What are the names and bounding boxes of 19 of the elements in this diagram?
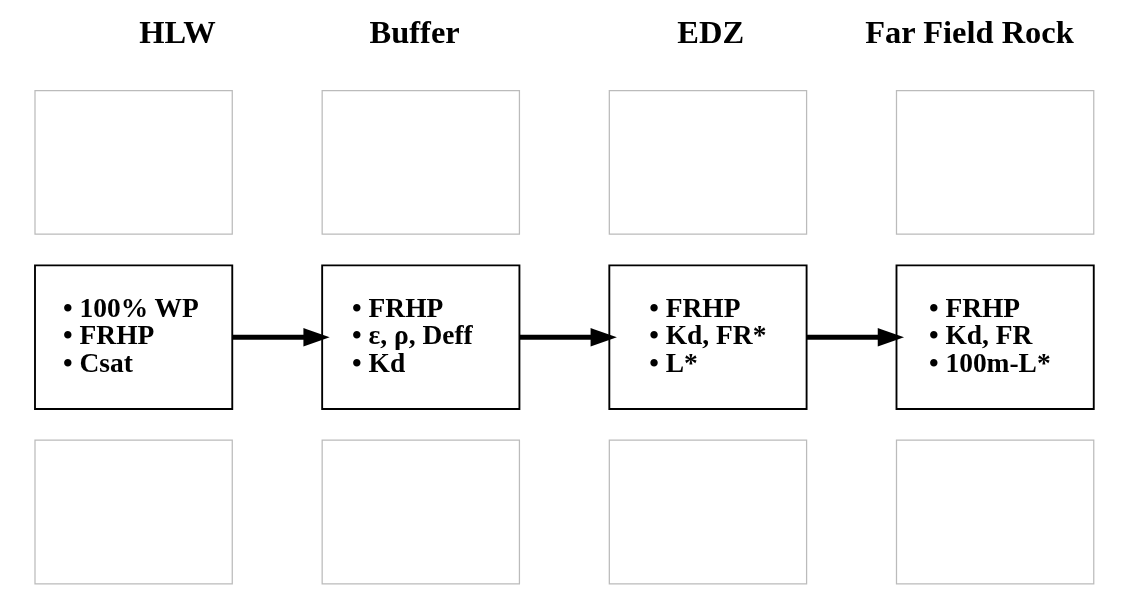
- label: EDZ: [676, 13, 744, 50]
- arrow: [806, 328, 904, 347]
- node-box: [321, 90, 520, 235]
- arrow: [231, 328, 330, 347]
- node-box: [321, 439, 520, 585]
- label: Far Field Rock: [864, 13, 1074, 50]
- node-box: [895, 90, 1094, 235]
- node-box: • 100% WP • FRHP • Csat: [33, 264, 233, 410]
- node-box: [895, 439, 1094, 585]
- node-box: • FRHP • ε, ρ, Deff • Kd: [320, 264, 520, 410]
- label: Buffer: [369, 13, 460, 50]
- node-box: • FRHP • Kd, FR • 100m-L*: [895, 264, 1095, 410]
- node-box: [608, 439, 807, 585]
- arrow: [519, 328, 617, 347]
- node-box: [608, 90, 807, 235]
- label: HLW: [138, 13, 216, 50]
- node-box: • FRHP • Kd, FR* • L*: [607, 264, 808, 410]
- node-box: [33, 439, 233, 585]
- node-box: [33, 90, 233, 235]
